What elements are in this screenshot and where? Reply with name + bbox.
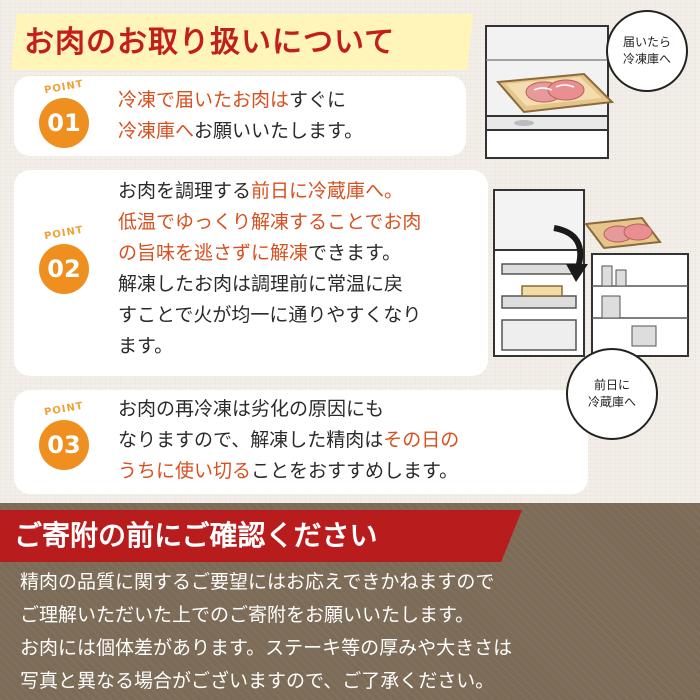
highlight-text: 低温でゆっくり解凍することでお肉 bbox=[118, 211, 422, 233]
point-text-line: 冷凍で届いたお肉はすぐに bbox=[118, 85, 363, 116]
fridge-speech-bubble: 前日に 冷蔵庫へ bbox=[566, 348, 658, 440]
body-text: 解凍したお肉は調理前に常温に戻 bbox=[118, 273, 404, 295]
point-card-3: POINT 03 お肉の再冷凍は劣化の原因にもなりますので、解凍した精肉はその日… bbox=[14, 390, 588, 494]
bubble-line: 冷凍庫へ bbox=[622, 52, 671, 66]
point-label: POINT bbox=[43, 224, 85, 243]
highlight-text: 冷凍庫へ bbox=[118, 120, 195, 142]
body-text: ことをおすすめします。 bbox=[251, 460, 459, 482]
body-text: すことで火が均一に通りやすくなり bbox=[118, 304, 422, 326]
point-badge-3: POINT 03 bbox=[34, 401, 94, 474]
point-card-1: POINT 01 冷凍で届いたお肉はすぐに冷凍庫へお願いいたします。 bbox=[14, 76, 466, 156]
body-text: できます。 bbox=[308, 242, 402, 264]
notice-line: ご理解いただいた上でのご寄附をお願いいたします。 bbox=[20, 604, 475, 626]
freezer-speech-bubble: 届いたら 冷凍庫へ bbox=[606, 10, 688, 92]
highlight-text: 前日に冷蔵庫へ。 bbox=[251, 180, 404, 202]
point-text-line: うちに使い切ることをおすすめします。 bbox=[118, 456, 459, 487]
body-text: お肉を調理する bbox=[118, 180, 252, 202]
notice-title: ご寄附の前にご確認ください bbox=[14, 519, 378, 552]
point-text-line: すことで火が均一に通りやすくなり bbox=[118, 300, 421, 331]
point-number: 02 bbox=[39, 244, 89, 294]
point-text-line: 解凍したお肉は調理前に常温に戻 bbox=[118, 269, 421, 300]
bubble-line: 前日に bbox=[593, 378, 630, 392]
bubble-line: 冷蔵庫へ bbox=[587, 395, 636, 409]
highlight-text: その日の bbox=[383, 429, 460, 451]
point-text-3: お肉の再冷凍は劣化の原因にもなりますので、解凍した精肉はその日のうちに使い切るこ… bbox=[118, 394, 459, 487]
notice-banner bbox=[0, 510, 522, 562]
notice-text: 精肉の品質に関するご要望にはお応えできかねますので ご理解いただいた上でのご寄附… bbox=[20, 566, 512, 698]
point-number: 01 bbox=[39, 98, 89, 148]
point-text-line: お肉を調理する前日に冷蔵庫へ。 bbox=[118, 176, 421, 207]
point-text-line: なりますので、解凍した精肉はその日の bbox=[118, 425, 459, 456]
point-label: POINT bbox=[43, 400, 85, 419]
highlight-text: 冷凍で届いたお肉は bbox=[118, 89, 290, 111]
highlight-text: うちに使い切る bbox=[118, 460, 252, 482]
freezer-with-meat-illustration bbox=[485, 25, 615, 159]
highlight-text: の旨味を逃さずに解凍 bbox=[118, 242, 309, 264]
body-text: なりますので、解凍した精肉は bbox=[118, 429, 384, 451]
body-text: お願いいたします。 bbox=[194, 120, 364, 142]
point-number: 03 bbox=[39, 420, 89, 470]
point-text-line: 冷凍庫へお願いいたします。 bbox=[118, 116, 363, 147]
point-text-line: お肉の再冷凍は劣化の原因にも bbox=[118, 394, 459, 425]
body-text: すぐに bbox=[289, 89, 347, 111]
notice-line: お肉には個体差があります。ステーキ等の厚みや大きさは bbox=[20, 637, 513, 659]
point-badge-1: POINT 01 bbox=[34, 79, 94, 152]
point-badge-2: POINT 02 bbox=[34, 225, 94, 298]
point-text-line: ます。 bbox=[118, 331, 421, 362]
point-label: POINT bbox=[43, 78, 85, 97]
point-text-1: 冷凍で届いたお肉はすぐに冷凍庫へお願いいたします。 bbox=[118, 85, 363, 147]
page-title: お肉のお取り扱いについて bbox=[24, 25, 396, 60]
thaw-arrow-icon bbox=[553, 225, 588, 282]
point-text-line: の旨味を逃さずに解凍できます。 bbox=[118, 238, 421, 269]
point-text-line: 低温でゆっくり解凍することでお肉 bbox=[118, 207, 421, 238]
point-text-2: お肉を調理する前日に冷蔵庫へ。低温でゆっくり解凍することでお肉の旨味を逃さずに解… bbox=[118, 176, 421, 362]
body-text: お肉の再冷凍は劣化の原因にも bbox=[118, 398, 385, 420]
point-card-2: POINT 02 お肉を調理する前日に冷蔵庫へ。低温でゆっくり解凍することでお肉… bbox=[14, 170, 488, 376]
body-text: ます。 bbox=[118, 335, 174, 357]
notice-line: 精肉の品質に関するご要望にはお応えできかねますので bbox=[20, 571, 495, 593]
notice-line: 写真と異なる場合がございますので、ご了承ください。 bbox=[20, 670, 495, 692]
bubble-line: 届いたら bbox=[622, 35, 671, 49]
refrigerator-with-meat-illustration bbox=[493, 189, 689, 357]
